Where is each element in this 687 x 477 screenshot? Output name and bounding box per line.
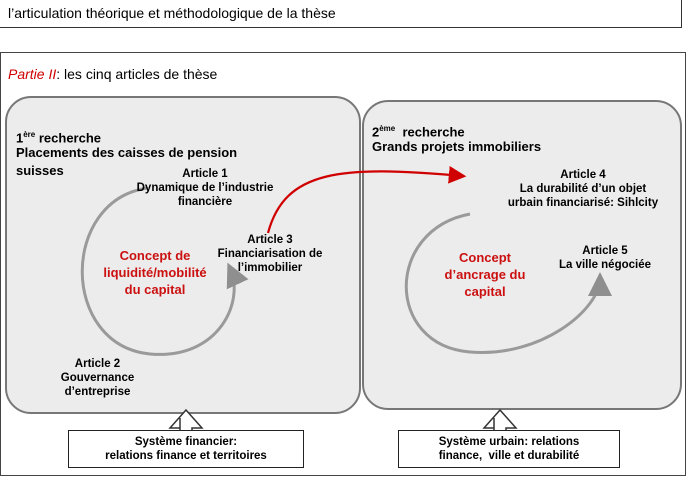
article-5-title: Article 5	[582, 245, 628, 257]
article-5-line1: La ville négociée	[558, 259, 652, 271]
left-concept-line2: liquidité/mobilité	[103, 265, 207, 280]
left-research-num: 1	[16, 130, 24, 146]
urban-system-box: Système urbain: relations finance, ville…	[398, 430, 620, 468]
main-frame	[0, 52, 686, 476]
right-research-subtitle: Grands projets immobiliers	[372, 139, 542, 154]
article-2: Article 2 Gouvernance d’entreprise	[40, 357, 155, 399]
left-research-subtitle-1: Placements des caisses de pension	[16, 145, 238, 160]
article-4: Article 4 La durabilité d’un objet urbai…	[478, 168, 687, 210]
left-concept-line1: Concept de	[119, 248, 191, 263]
right-concept-line3: capital	[464, 284, 506, 299]
left-research-sup: ère	[23, 130, 36, 139]
article-3-title: Article 3	[247, 234, 293, 246]
article-1: Article 1 Dynamique de l’industrie finan…	[120, 167, 290, 209]
header-box	[0, 0, 682, 28]
right-concept: Concept d’ancrage du capital	[425, 249, 545, 300]
header-text: l’articulation théorique et méthodologiq…	[8, 5, 336, 21]
right-research-title: 2ème recherche	[372, 120, 465, 141]
article-1-line1: Dynamique de l’industrie	[136, 182, 274, 194]
right-concept-line2: d’ancrage du	[444, 267, 526, 282]
article-2-title: Article 2	[74, 358, 121, 370]
left-cycle-arrow	[80, 186, 249, 356]
left-research-subtitle-2: suisses	[16, 163, 64, 178]
article-1-title: Article 1	[182, 168, 228, 180]
financial-system-line1: Système financier:	[134, 436, 238, 448]
left-up-arrow	[168, 408, 204, 433]
left-research-title: 1ère recherche	[16, 126, 101, 147]
part-label: Partie II	[8, 66, 57, 82]
link-arrow	[266, 166, 467, 234]
left-research-panel	[5, 96, 361, 414]
right-research-sup: ème	[379, 124, 396, 133]
left-concept: Concept de liquidité/mobilité du capital	[85, 247, 225, 298]
financial-system-line2: relations finance et territoires	[105, 450, 267, 462]
article-1-line2: financière	[177, 196, 233, 208]
urban-system-line2: finance, ville et durabilité	[438, 450, 580, 462]
article-4-title: Article 4	[560, 169, 606, 181]
right-research-num: 2	[372, 124, 380, 140]
right-research-panel	[362, 100, 682, 410]
right-up-arrow	[482, 408, 518, 433]
financial-system-box: Système financier: relations finance et …	[68, 430, 304, 468]
left-research-rest: recherche	[35, 130, 102, 146]
right-research-rest: recherche	[395, 124, 465, 140]
article-3-line1: Financiarisation de	[217, 248, 323, 260]
article-4-line1: La durabilité d’un objet	[519, 183, 647, 195]
article-3: Article 3 Financiarisation de l’immobili…	[205, 233, 335, 275]
left-concept-line3: du capital	[124, 282, 186, 297]
article-2-line1: Gouvernance	[60, 372, 135, 384]
part-rest: : les cinq articles de thèse	[56, 66, 218, 82]
article-2-line2: d’entreprise	[64, 386, 131, 398]
urban-system-line1: Système urbain: relations	[438, 436, 580, 448]
article-5: Article 5 La ville négociée	[540, 244, 670, 272]
right-cycle-arrow	[404, 212, 612, 354]
article-3-line2: l’immobilier	[237, 262, 303, 274]
part-heading: Partie II: les cinq articles de thèse	[8, 66, 217, 82]
right-concept-line1: Concept	[459, 250, 511, 265]
article-4-line2: urbain financiarisé: Sihlcity	[507, 197, 659, 209]
